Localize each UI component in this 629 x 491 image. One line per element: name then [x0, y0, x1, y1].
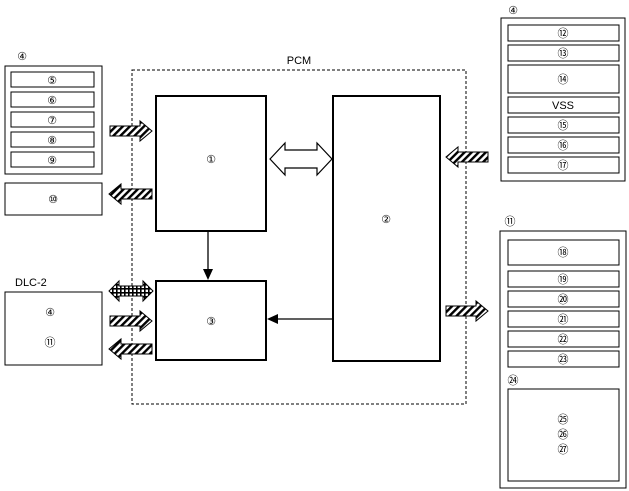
sensor-item-label: ⑭: [558, 73, 569, 86]
sensor-item-box: [507, 24, 620, 42]
sensor-item-label: ⑬: [558, 47, 569, 60]
actuators-sub-box: [507, 388, 620, 482]
input-item-label: ⑥: [47, 94, 57, 107]
dlc-box: [4, 291, 103, 366]
inputs-group-items: ⑤ ⑥ ⑦ ⑧ ⑨: [10, 71, 95, 168]
input-item-label: ⑦: [47, 114, 57, 127]
input-item-box: [10, 131, 95, 148]
sensor-item-label: ⑰: [558, 159, 569, 172]
sensors-group-header: ④: [508, 4, 518, 17]
block-2: [332, 95, 441, 362]
arrow-1-to-3-head: [203, 269, 213, 280]
actuator-item-box: [507, 350, 620, 368]
sensor-item-box: [507, 96, 620, 114]
sensor-item-label: ⑯: [558, 139, 569, 152]
sensor-item-box: [507, 44, 620, 62]
actuator-item-label: ㉒: [558, 333, 569, 346]
output-box: [4, 182, 103, 216]
sensor-item-label: VSS: [552, 100, 574, 112]
hatched-arrow-dlc-in: [109, 309, 153, 333]
actuator-item-box: [507, 290, 620, 308]
input-item-box: [10, 71, 95, 88]
block-1-label: ①: [206, 153, 216, 166]
pcm-title: PCM: [287, 55, 311, 67]
sensor-item-box: [507, 136, 620, 154]
sensor-item-box: [507, 64, 620, 94]
hollow-double-arrow: [269, 141, 333, 177]
sensors-group-items: ⑫ ⑬ ⑭ VSS ⑮ ⑯ ⑰: [507, 24, 620, 174]
block-3-label: ③: [206, 315, 216, 328]
actuators-group-items: ⑱ ⑲ ⑳ ㉑ ㉒ ㉓: [507, 239, 620, 368]
actuators-group-header: ⑪: [505, 215, 516, 228]
dlc-line-2: ⑪: [45, 336, 56, 349]
actuators-sub-item: ㉕: [558, 413, 569, 426]
inputs-group-header: ④: [17, 50, 27, 63]
hatched-arrow-actuators-out: [445, 299, 489, 323]
pcm-frame: [131, 69, 467, 405]
sensor-item-box: [507, 116, 620, 134]
actuator-item-box: [507, 239, 620, 266]
dlc-line-1: ④: [45, 306, 55, 319]
actuator-item-label: ⑳: [558, 293, 569, 306]
actuator-item-label: ㉓: [558, 353, 569, 366]
input-item-label: ⑨: [47, 154, 57, 167]
block-2-label: ②: [381, 213, 391, 226]
actuator-item-box: [507, 330, 620, 348]
input-item-box: [10, 111, 95, 128]
input-item-label: ⑤: [47, 74, 57, 87]
hatched-arrow-dlc-out: [108, 337, 153, 361]
actuator-item-label: ⑲: [558, 273, 569, 286]
hatched-arrow-input-right: [109, 119, 153, 143]
actuator-item-box: [507, 270, 620, 288]
actuator-item-box: [507, 310, 620, 328]
arrow-2-to-3-head: [267, 314, 278, 324]
hatched-arrow-output-left: [108, 182, 153, 206]
input-item-box: [10, 151, 95, 168]
bidirectional-grid-arrow: [108, 279, 154, 303]
actuator-item-label: ⑱: [558, 246, 569, 259]
input-item-box: [10, 91, 95, 108]
actuators-sub-item: ㉗: [558, 443, 569, 456]
output-box-label: ⑩: [48, 193, 58, 206]
block-3: [155, 280, 267, 361]
actuators-sub-header: ㉔: [508, 374, 519, 387]
sensor-item-label: ⑮: [558, 119, 569, 132]
block-1: [155, 95, 267, 232]
actuator-item-label: ㉑: [558, 313, 569, 326]
actuators-sub-item: ㉖: [558, 428, 569, 441]
hatched-arrow-sensors-in: [445, 145, 489, 169]
sensor-item-label: ⑫: [558, 27, 569, 40]
sensor-item-box: [507, 156, 620, 174]
dlc-title: DLC-2: [15, 277, 47, 289]
input-item-label: ⑧: [47, 134, 57, 147]
